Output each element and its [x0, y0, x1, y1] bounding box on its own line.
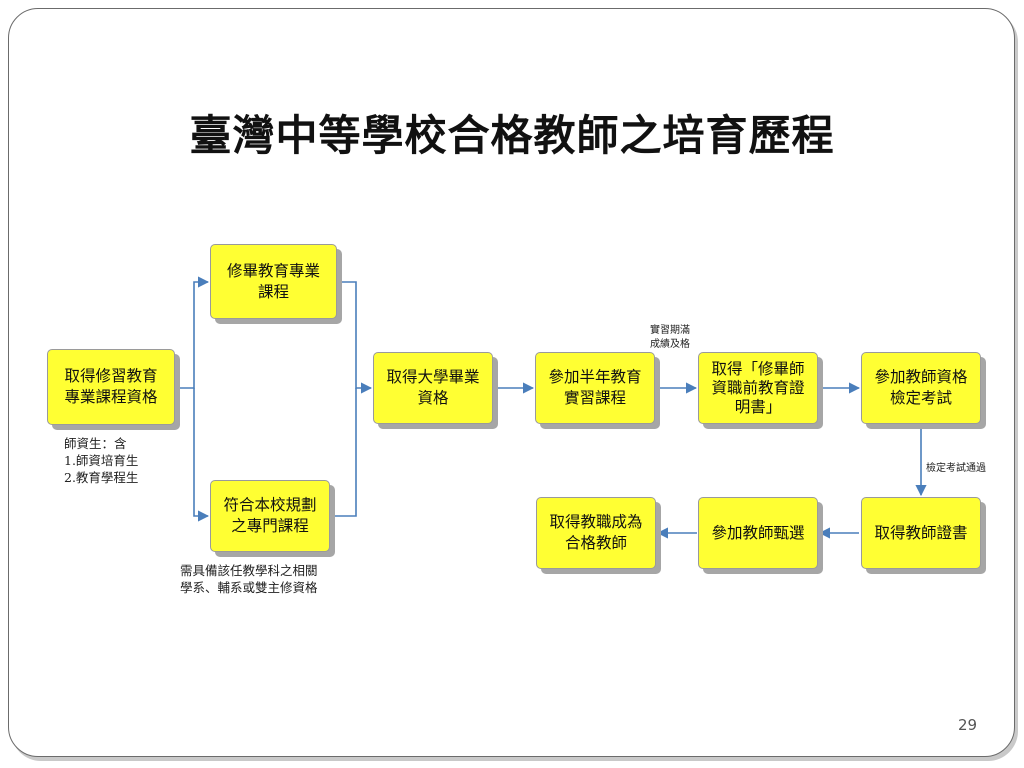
- node-internship: 參加半年教育 實習課程: [535, 352, 655, 424]
- page-number: 29: [958, 716, 978, 734]
- connector-course-degree: [338, 281, 373, 394]
- node-employed: 取得教職成為 合格教師: [536, 497, 656, 569]
- node-qualify: 取得修習教育 專業課程資格: [47, 349, 175, 425]
- node-degree: 取得大學畢業 資格: [373, 352, 493, 424]
- node-exam: 參加教師資格 檢定考試: [861, 352, 981, 424]
- node-teacher-cert: 取得教師證書: [861, 497, 981, 569]
- note-students: 師資生：含 1.師資培育生 2.教育學程生: [64, 436, 139, 485]
- page-title: 臺灣中等學校合格教師之培育歷程: [189, 111, 835, 160]
- connector-qualify-specialty: [193, 388, 210, 522]
- node-specialty: 符合本校規劃 之專門課程: [210, 480, 330, 552]
- node-certificate-pre: 取得「修畢師 資職前教育證 明書」: [698, 352, 818, 424]
- connector-qualify-course: [178, 276, 210, 389]
- note-specialty-requirement: 需具備該任教學科之相關 學系、輔系或雙主修資格: [180, 563, 318, 595]
- node-selection: 參加教師甄選: [698, 497, 818, 569]
- slide-frame: [8, 8, 1015, 757]
- node-course: 修畢教育專業 課程: [210, 244, 337, 319]
- note-exam-pass: 檢定考試通過: [926, 463, 986, 474]
- connector-specialty-degree: [331, 388, 357, 517]
- note-internship-pass: 實習期滿 成績及格: [650, 325, 690, 350]
